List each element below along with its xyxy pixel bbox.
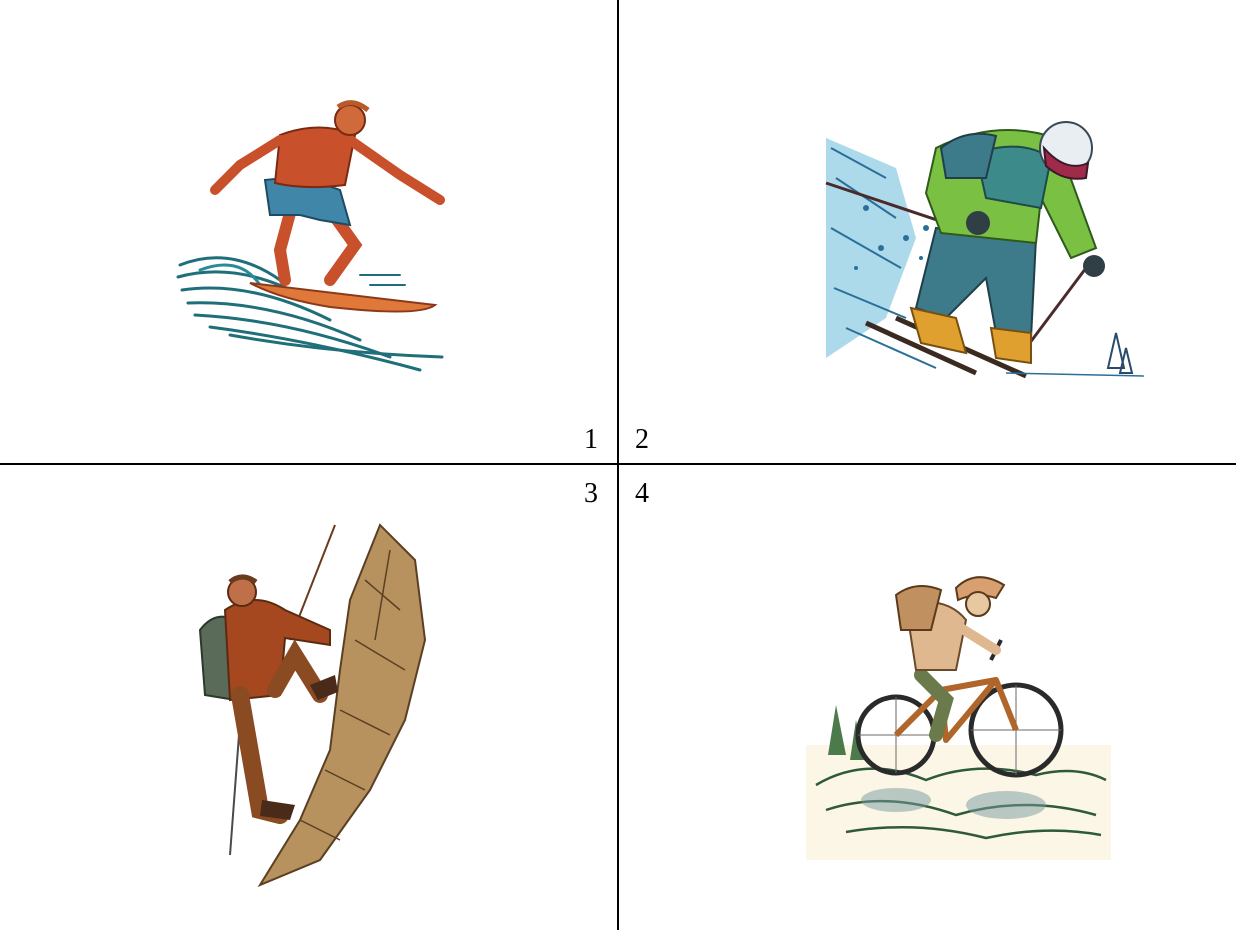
skier-illustration (825, 118, 1145, 380)
panel-number-4: 4 (635, 478, 649, 509)
panel-number-1: 1 (584, 424, 598, 455)
horizontal-divider (0, 463, 1236, 465)
surfer-illustration (170, 95, 460, 385)
panel-number-2: 2 (635, 424, 649, 455)
vertical-divider (617, 0, 619, 930)
climber-illustration (190, 520, 450, 890)
panel-number-3: 3 (584, 478, 598, 509)
mountain-biker-illustration (806, 570, 1111, 860)
